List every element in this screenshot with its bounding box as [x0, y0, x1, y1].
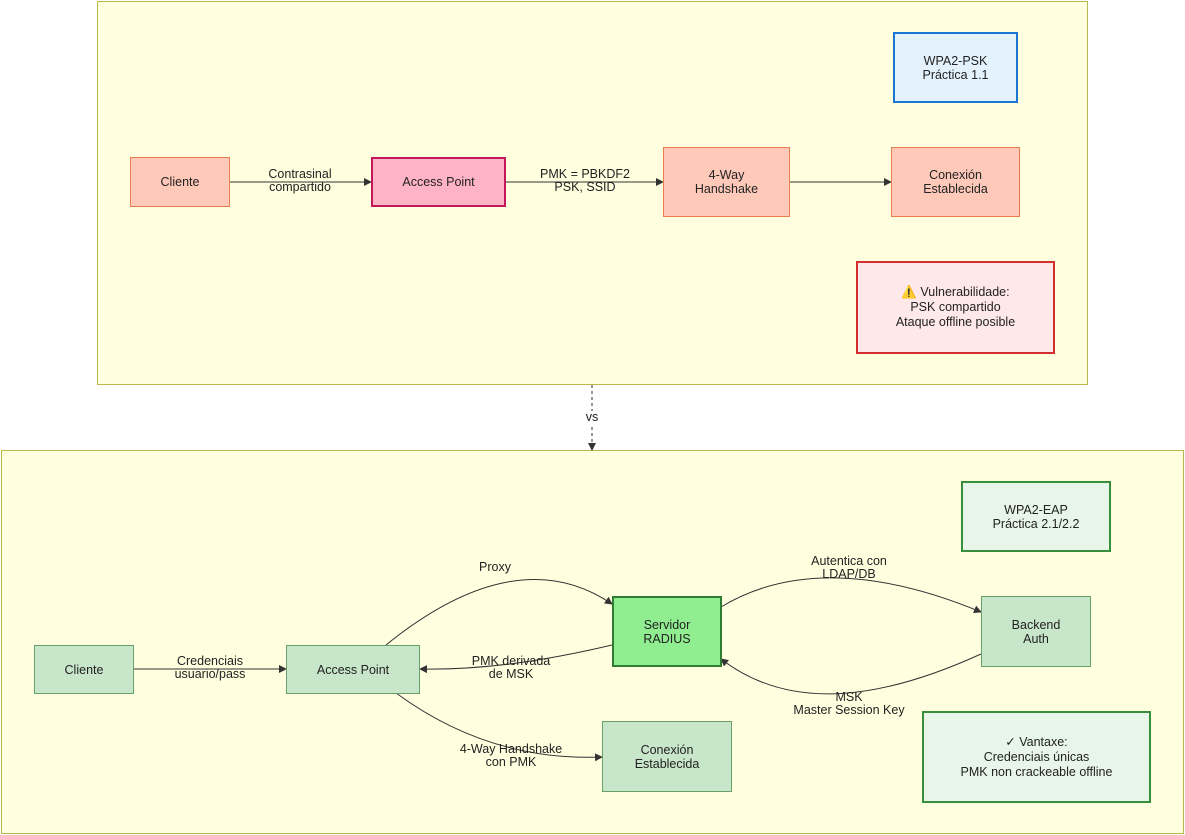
psk-access-point-node: Access Point [371, 157, 506, 207]
edge-eap-handshake [395, 692, 603, 762]
psk-handshake-node: 4-Way Handshake [663, 147, 790, 217]
eap-edge-label-proxy: Proxy [479, 560, 511, 574]
eap-access-point-node: Access Point [286, 645, 420, 694]
eap-advantage-note: ✓ Vantaxe: Credenciais únicas PMK non cr… [922, 711, 1151, 803]
eap-edge-label-msk: MSK Master Session Key [793, 690, 905, 717]
psk-connection-node: Conexión Establecida [891, 147, 1020, 217]
vs-label: vs [585, 410, 599, 424]
backend-auth-node: Backend Auth [981, 596, 1091, 667]
eap-client-node: Cliente [34, 645, 134, 694]
psk-edge-label-password: Contrasinal compartido [268, 167, 332, 194]
psk-badge: WPA2-PSK Práctica 1.1 [893, 32, 1018, 103]
edge-eap-pmk [419, 644, 613, 674]
edge-eap-ldap [720, 577, 982, 614]
eap-edge-label-ldap: Autentica con LDAP/DB [811, 554, 887, 581]
eap-edge-label-pmk: PMK derivada de MSK [471, 654, 551, 681]
edge-eap-proxy [385, 578, 613, 646]
eap-connection-node: Conexión Establecida [602, 721, 732, 792]
eap-edge-label-credentials: Credenciais usuario/pass [174, 654, 246, 681]
psk-client-node: Cliente [130, 157, 230, 207]
eap-badge: WPA2-EAP Práctica 2.1/2.2 [961, 481, 1111, 552]
radius-server-node: Servidor RADIUS [612, 596, 722, 667]
eap-edge-label-handshake: 4-Way Handshake con PMK [459, 742, 563, 769]
psk-edge-label-pmk: PMK = PBKDF2 PSK, SSID [540, 167, 630, 194]
psk-warning-note: ⚠️ Vulnerabilidade: PSK compartido Ataqu… [856, 261, 1055, 354]
edge-eap-msk [720, 653, 982, 695]
